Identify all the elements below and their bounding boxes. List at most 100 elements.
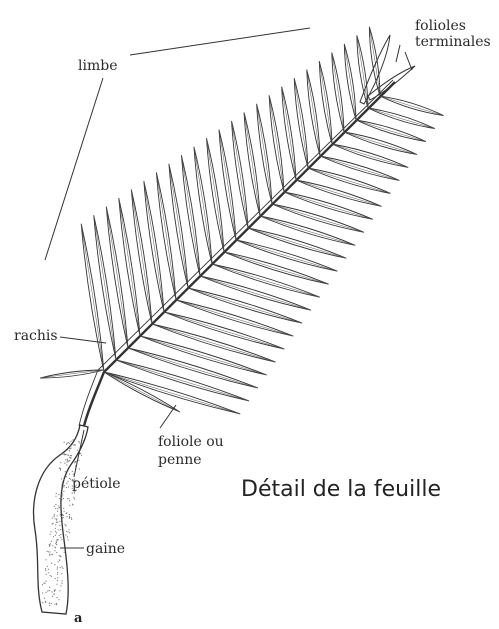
stipple-dot xyxy=(66,476,67,477)
stipple-dot xyxy=(54,506,55,507)
leader-lines xyxy=(45,28,412,548)
stipple-dot xyxy=(61,573,62,574)
stipple-dot xyxy=(56,518,57,519)
stipple-dot xyxy=(45,601,46,602)
stipple-dot xyxy=(60,469,61,470)
stipple-dot xyxy=(59,559,60,560)
stipple-dot xyxy=(57,574,58,575)
stipple-dot xyxy=(62,514,63,515)
stipple-dot xyxy=(73,497,74,498)
stipple-dot xyxy=(49,590,50,591)
stipple-dot xyxy=(45,581,46,582)
stipple-dot xyxy=(69,448,70,449)
stipple-dot xyxy=(63,479,64,480)
stipple-dot xyxy=(52,517,53,518)
stipple-dot xyxy=(53,523,54,524)
stipple-dot xyxy=(63,491,64,492)
stipple-dot xyxy=(51,603,52,604)
stipple-dot xyxy=(54,564,55,565)
stipple-dot xyxy=(59,498,60,499)
stipple-dot xyxy=(57,597,58,598)
stipple-dot xyxy=(59,590,60,591)
stipple-dot xyxy=(65,471,66,472)
stipple-dot xyxy=(59,521,60,522)
stipple-dot xyxy=(44,598,45,599)
stipple-dot xyxy=(74,444,75,445)
stipple-dot xyxy=(62,523,63,524)
stipple-dot xyxy=(58,494,59,495)
stipple-dot xyxy=(42,584,43,585)
stipple-dot xyxy=(60,462,61,463)
stipple-dot xyxy=(56,603,57,604)
stipple-dot xyxy=(69,514,70,515)
stipple-dot xyxy=(48,572,49,573)
stipple-dot xyxy=(47,566,48,567)
stipple-dot xyxy=(61,516,62,517)
stipple-dot xyxy=(57,522,58,523)
stipple-dot xyxy=(55,578,56,579)
stipple-dot xyxy=(55,524,56,525)
stipple-dot xyxy=(66,531,67,532)
stipple-dot xyxy=(57,567,58,568)
stipple-dot xyxy=(61,499,62,500)
stipple-dot xyxy=(65,524,66,525)
stipple-dot xyxy=(71,519,72,520)
label-foliole-ou: foliole ou xyxy=(158,434,224,450)
stipple-dot xyxy=(65,525,66,526)
stipple-dot xyxy=(50,575,51,576)
stipple-dot xyxy=(83,440,84,441)
stipple-dot xyxy=(55,508,56,509)
stipple-dot xyxy=(68,486,69,487)
stipple-dot xyxy=(57,508,58,509)
stipple-dot xyxy=(61,484,62,485)
stipple-dot xyxy=(49,551,50,552)
stipple-dot xyxy=(49,555,50,556)
stipple-dot xyxy=(45,559,46,560)
stipple-dot xyxy=(69,460,70,461)
stipple-dot xyxy=(58,505,59,506)
stipple-dot xyxy=(56,541,57,542)
stipple-dot xyxy=(81,455,82,456)
stipple-dot xyxy=(64,453,65,454)
stipple-dot xyxy=(51,576,52,577)
stipple-dot xyxy=(63,508,64,509)
stipple-dot xyxy=(66,483,67,484)
label-gaine: gaine xyxy=(86,541,125,557)
stipple-dot xyxy=(49,603,50,604)
stipple-dot xyxy=(60,537,61,538)
stipple-dot xyxy=(71,517,72,518)
stipple-dot xyxy=(61,583,62,584)
stipple-dot xyxy=(63,486,64,487)
stipple-dot xyxy=(59,507,60,508)
stipple-dot xyxy=(66,444,67,445)
stipple-dot xyxy=(62,493,63,494)
stipple-dot xyxy=(64,463,65,464)
stipple-dot xyxy=(79,442,80,443)
stipple-dot xyxy=(52,545,53,546)
stipple-dot xyxy=(57,572,58,573)
stipple-dot xyxy=(67,536,68,537)
stipple-dot xyxy=(51,563,52,564)
stipple-dot xyxy=(62,518,63,519)
label-rachis: rachis xyxy=(14,328,58,344)
stipple-dot xyxy=(68,461,69,462)
sheath xyxy=(34,425,88,614)
stipple-dot xyxy=(69,500,70,501)
label-terminales: terminales xyxy=(415,34,491,50)
stipple-dot xyxy=(67,443,68,444)
stipple-dot xyxy=(69,443,70,444)
stipple-dot xyxy=(62,494,63,495)
stipple-dot xyxy=(52,591,53,592)
stipple-dot xyxy=(55,547,56,548)
stipple-dot xyxy=(59,525,60,526)
stipple-dot xyxy=(49,544,50,545)
stipple-dot xyxy=(62,482,63,483)
stipple-dot xyxy=(67,539,68,540)
stipple-dot xyxy=(55,589,56,590)
stipple-dot xyxy=(68,531,69,532)
stipple-dot xyxy=(60,567,61,568)
stipple-dot xyxy=(69,450,70,451)
stipple-dot xyxy=(47,590,48,591)
stipple-dot xyxy=(55,504,56,505)
stipple-dot xyxy=(71,455,72,456)
